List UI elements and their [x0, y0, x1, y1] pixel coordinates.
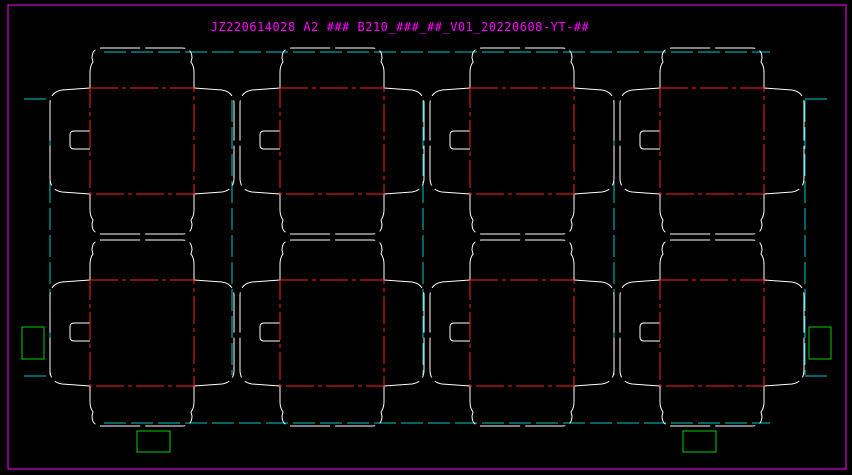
tuck-slot-cut	[449, 130, 470, 150]
bottom-flap-cut	[89, 386, 195, 427]
tuck-slot-cut	[69, 130, 90, 150]
box-piece-8	[619, 239, 805, 427]
top-flap-cut	[469, 239, 575, 280]
drawing-title: JZ220614028 A2 ### B210_###_##_V01_20220…	[210, 20, 590, 34]
right-flap-cut	[763, 87, 805, 195]
panel-fold-lines	[89, 279, 195, 387]
box-piece-4	[619, 47, 805, 235]
registration-markers	[21, 326, 832, 453]
box-piece-2	[239, 47, 425, 235]
right-flap-cut	[383, 279, 425, 387]
box-piece-3	[429, 47, 615, 235]
bottom-flap-cut	[89, 194, 195, 235]
box-pieces	[49, 47, 805, 427]
panel-fold-lines	[469, 279, 575, 387]
marker-right	[808, 326, 832, 360]
right-flap-cut	[193, 87, 235, 195]
crease-lines	[24, 51, 830, 424]
top-flap-cut	[279, 239, 385, 280]
right-flap-cut	[193, 279, 235, 387]
right-flap-cut	[573, 87, 615, 195]
box-piece-5	[49, 239, 235, 427]
bottom-flap-cut	[279, 386, 385, 427]
tuck-slot-cut	[259, 130, 280, 150]
top-flap-cut	[469, 47, 575, 88]
marker-left	[21, 326, 45, 360]
left-flap-cut	[429, 279, 471, 387]
box-piece-7	[429, 239, 615, 427]
panel-fold-lines	[89, 87, 195, 195]
tuck-slot-cut	[69, 322, 90, 342]
panel-fold-lines	[469, 87, 575, 195]
right-flap-cut	[383, 87, 425, 195]
right-flap-cut	[573, 279, 615, 387]
panel-fold-lines	[279, 87, 385, 195]
tuck-slot-cut	[449, 322, 470, 342]
top-flap-cut	[659, 239, 765, 280]
tuck-slot-cut	[259, 322, 280, 342]
box-piece-6	[239, 239, 425, 427]
left-flap-cut	[239, 87, 281, 195]
bottom-flap-cut	[469, 386, 575, 427]
left-flap-cut	[619, 279, 661, 387]
panel-fold-lines	[659, 87, 765, 195]
bottom-flap-cut	[659, 194, 765, 235]
top-flap-cut	[89, 239, 195, 280]
tuck-slot-cut	[639, 322, 660, 342]
panel-fold-lines	[659, 279, 765, 387]
marker-bottom-left	[136, 430, 171, 453]
left-flap-cut	[429, 87, 471, 195]
panel-fold-lines	[279, 279, 385, 387]
marker-bottom-right	[682, 430, 717, 453]
tuck-slot-cut	[639, 130, 660, 150]
top-flap-cut	[659, 47, 765, 88]
box-piece-1	[49, 47, 235, 235]
bottom-flap-cut	[279, 194, 385, 235]
left-flap-cut	[49, 87, 91, 195]
right-flap-cut	[763, 279, 805, 387]
bottom-flap-cut	[659, 386, 765, 427]
top-flap-cut	[279, 47, 385, 88]
left-flap-cut	[239, 279, 281, 387]
left-flap-cut	[619, 87, 661, 195]
left-flap-cut	[49, 279, 91, 387]
bottom-flap-cut	[469, 194, 575, 235]
frame-border	[7, 4, 847, 470]
top-flap-cut	[89, 47, 195, 88]
